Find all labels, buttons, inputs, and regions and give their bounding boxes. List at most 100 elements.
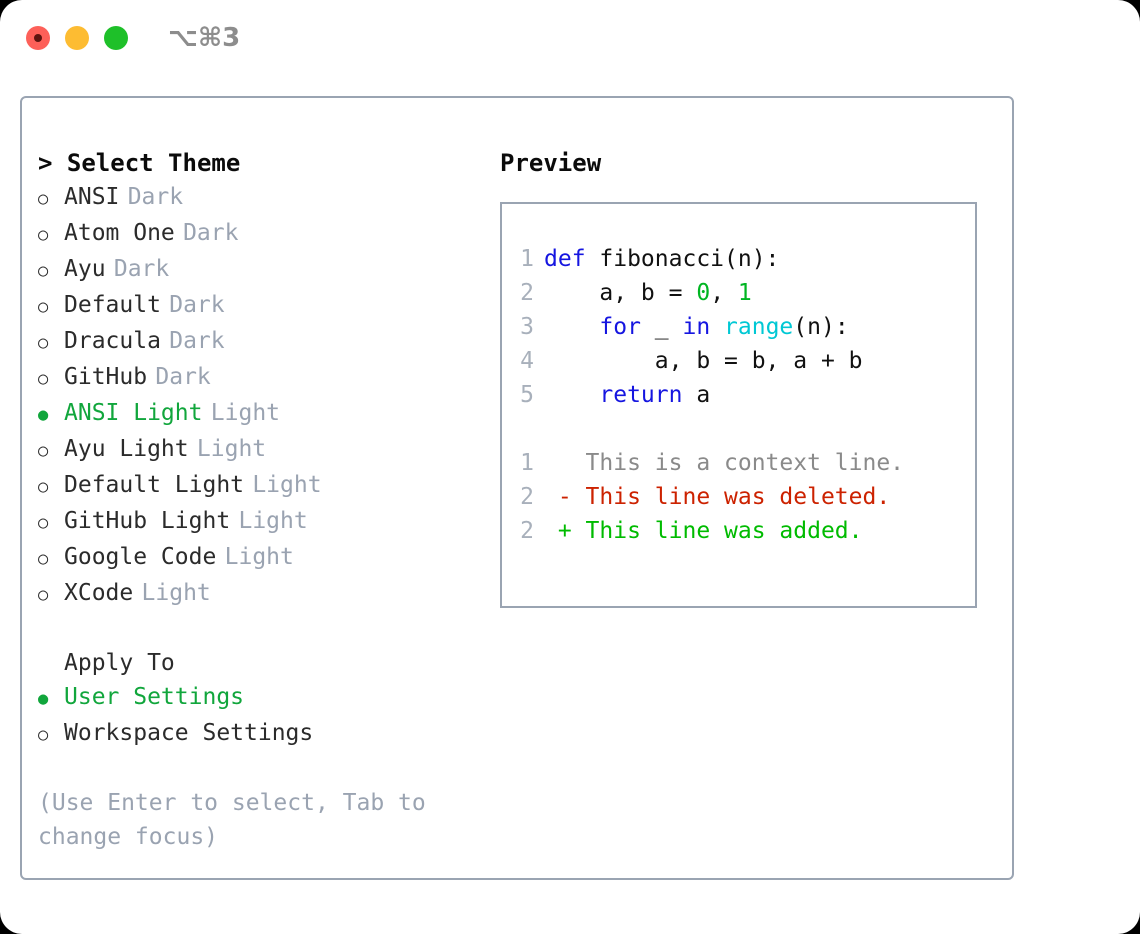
- code-token-plain: a, b =: [544, 280, 697, 306]
- theme-option-variant: Dark: [155, 364, 211, 390]
- minimize-window-button[interactable]: [65, 26, 89, 50]
- code-diff-spacer: [502, 412, 975, 446]
- code-token-plain: [544, 314, 599, 340]
- theme-option-label: Google Code: [64, 544, 217, 570]
- code-token-fn: range: [724, 314, 794, 340]
- code-line-text: return a: [544, 378, 710, 412]
- diff-sign: [544, 446, 586, 480]
- theme-option-label: Default Light: [64, 472, 245, 498]
- theme-option-label: GitHub: [64, 364, 148, 390]
- select-theme-heading: > Select Theme: [38, 149, 241, 177]
- line-number: 4: [520, 348, 534, 374]
- code-token-plain: ,: [710, 280, 738, 306]
- code-token-kw: return: [599, 382, 683, 408]
- code-token-plain: a, b = b, a + b: [544, 348, 863, 374]
- code-token-kw: def: [544, 246, 600, 272]
- apply-to-option-label: User Settings: [64, 684, 245, 710]
- code-token-kw: in: [682, 314, 711, 340]
- diff-line-text: This line was deleted.: [585, 484, 891, 510]
- theme-option-label: Ayu: [64, 256, 106, 282]
- apply-to-option-label: Workspace Settings: [64, 720, 314, 746]
- code-line: 1 def fibonacci(n):: [502, 242, 975, 276]
- diff-line: 2 - This line was deleted.: [502, 480, 975, 514]
- line-number: 5: [520, 382, 534, 408]
- apply-to-option-user-settings[interactable]: ● User Settings: [38, 680, 478, 716]
- radio-selected-icon: ●: [38, 689, 49, 709]
- theme-option-label: Dracula: [64, 328, 161, 354]
- keyboard-hint-text: (Use Enter to select, Tab to change focu…: [38, 790, 426, 850]
- theme-option-ayu[interactable]: ○ Ayu Dark: [38, 252, 478, 288]
- theme-option-label: Ayu Light: [64, 436, 189, 462]
- line-number: 2: [520, 518, 534, 544]
- code-token-plain: fibonacci(n):: [599, 246, 780, 272]
- theme-option-variant: Dark: [183, 220, 239, 246]
- line-number: 2: [520, 484, 534, 510]
- code-line: 4 a, b = b, a + b: [502, 344, 975, 378]
- theme-option-label: GitHub Light: [64, 508, 231, 534]
- diff-line-text: This is a context line.: [585, 450, 905, 476]
- line-number: 1: [520, 246, 534, 272]
- apply-to-section: Apply To ● User Settings ○ Workspace Settin…: [38, 646, 478, 752]
- line-number: 3: [520, 314, 534, 340]
- diff-sample: 1 This is a context line.2 - This line w…: [502, 446, 975, 548]
- diff-sign: -: [544, 484, 586, 510]
- code-token-plain: (n):: [793, 314, 849, 340]
- theme-option-label: Atom One: [64, 220, 175, 246]
- radio-unselected-icon: ○: [38, 585, 49, 605]
- theme-option-dracula[interactable]: ○ Dracula Dark: [38, 324, 478, 360]
- theme-option-variant: Dark: [113, 256, 170, 282]
- radio-unselected-icon: ○: [38, 477, 49, 497]
- apply-to-option-workspace-settings[interactable]: ○ Workspace Settings: [38, 716, 478, 752]
- radio-unselected-icon: ○: [38, 297, 49, 317]
- apply-to-heading: Apply To: [64, 650, 175, 676]
- theme-option-ayu-light[interactable]: ○ Ayu Light Light: [38, 432, 478, 468]
- apply-to-option-list: ● User Settings ○ Workspace Settings: [38, 680, 478, 752]
- code-token-kw: for: [599, 314, 641, 340]
- line-number: 1: [520, 450, 534, 476]
- window-controls: [26, 26, 128, 50]
- radio-unselected-icon: ○: [38, 549, 49, 569]
- radio-unselected-icon: ○: [38, 725, 49, 745]
- radio-unselected-icon: ○: [38, 333, 49, 353]
- theme-option-label: Default: [64, 292, 161, 318]
- theme-option-variant: Light: [141, 580, 211, 606]
- theme-option-github-light[interactable]: ○ GitHub Light Light: [38, 504, 478, 540]
- keyboard-shortcut-label: ⌥⌘3: [168, 23, 241, 53]
- code-line: 2 a, b = 0, 1: [502, 276, 975, 310]
- diff-line: 1 This is a context line.: [502, 446, 975, 480]
- theme-option-variant: Dark: [169, 328, 225, 354]
- close-window-button[interactable]: [26, 26, 50, 50]
- code-line-text: a, b = b, a + b: [544, 344, 863, 378]
- radio-unselected-icon: ○: [38, 261, 49, 281]
- theme-option-atom-one[interactable]: ○ Atom One Dark: [38, 216, 478, 252]
- radio-unselected-icon: ○: [38, 225, 49, 245]
- theme-option-variant: Light: [224, 544, 294, 570]
- code-token-plain: a: [682, 382, 711, 408]
- radio-unselected-icon: ○: [38, 513, 49, 533]
- preview-heading: Preview: [500, 149, 602, 177]
- theme-option-variant: Light: [238, 508, 308, 534]
- radio-unselected-icon: ○: [38, 441, 49, 461]
- theme-option-label: ANSI: [64, 184, 120, 210]
- code-line-text: for _ in range(n):: [544, 310, 849, 344]
- maximize-window-button[interactable]: [104, 26, 128, 50]
- theme-option-variant: Light: [196, 436, 267, 462]
- theme-option-variant: Dark: [127, 184, 184, 210]
- theme-option-google-code[interactable]: ○ Google Code Light: [38, 540, 478, 576]
- radio-selected-icon: ●: [38, 405, 49, 425]
- code-line-text: def fibonacci(n):: [544, 242, 779, 276]
- code-token-num: 0: [696, 280, 711, 306]
